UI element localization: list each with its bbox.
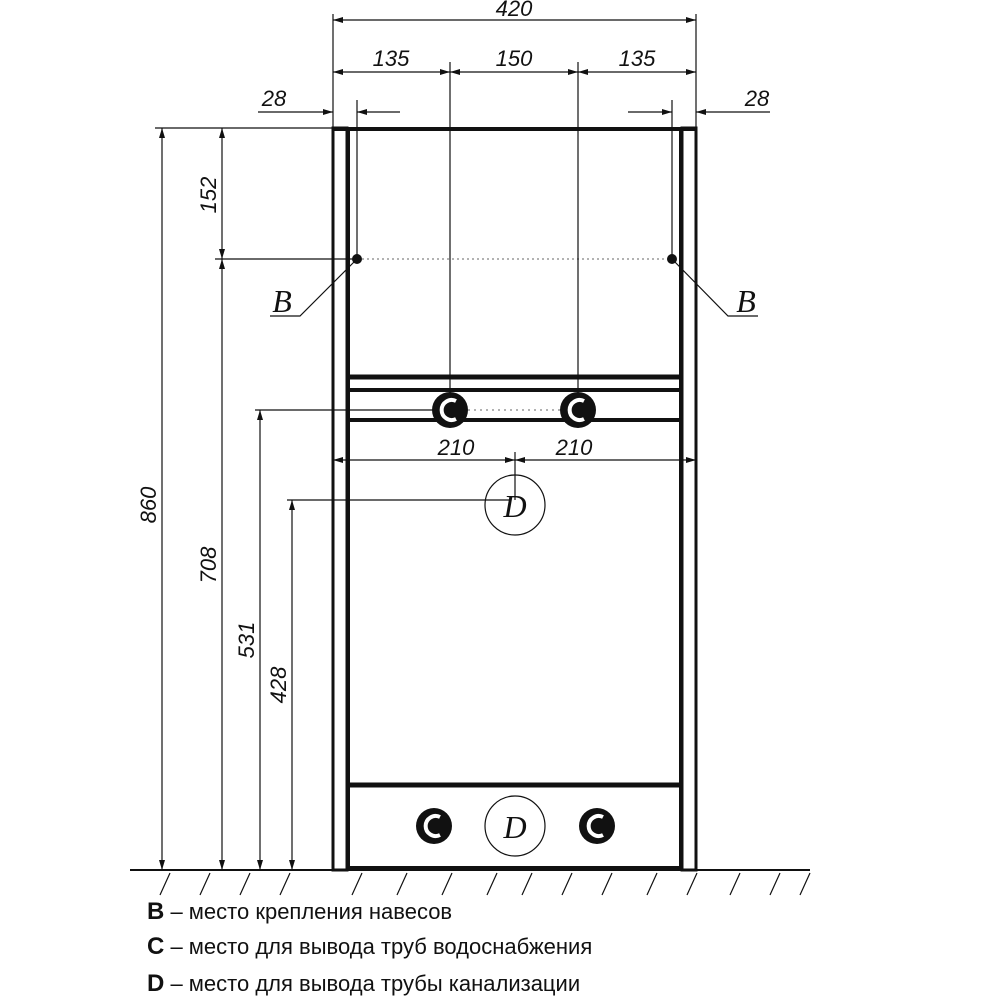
dim-center-span: 150 — [496, 46, 533, 71]
dim-right-offset: 135 — [619, 46, 656, 71]
dim-total-width: 420 — [496, 0, 533, 21]
dim-left-edge: 28 — [261, 86, 287, 111]
dim-d-height: 428 — [266, 666, 291, 703]
right-post — [680, 126, 698, 872]
b-label-right: B — [736, 283, 756, 319]
legend-key: B — [147, 898, 165, 925]
dim-half-right: 210 — [555, 435, 593, 460]
left-post — [331, 126, 349, 872]
b-mount-point-left — [352, 254, 362, 264]
legend-key: C — [147, 933, 165, 960]
dim-c-height: 531 — [234, 622, 259, 659]
dim-right-edge: 28 — [744, 86, 770, 111]
legend-text: – место крепления навесов — [164, 899, 453, 924]
d-drain-upper — [484, 474, 546, 536]
legend-text: – место для вывода труб водоснабжения — [164, 934, 593, 959]
d-drain-lower — [484, 795, 546, 857]
legend-item-c: C – место для вывода труб водоснабжения — [147, 933, 592, 961]
dim-top-to-b: 152 — [196, 177, 221, 214]
b-mount-point-right — [667, 254, 677, 264]
dim-half-left: 210 — [437, 435, 475, 460]
d-label-lower: D — [502, 809, 526, 845]
legend-key: D — [147, 970, 165, 997]
legend-text: – место для вывода трубы канализации — [164, 971, 581, 996]
b-label-left: B — [272, 283, 292, 319]
dim-b-height: 708 — [196, 546, 221, 583]
legend-item-d: D – место для вывода трубы канализации — [147, 970, 580, 998]
c-pipe-markers — [416, 392, 615, 844]
dim-left-offset: 135 — [373, 46, 410, 71]
d-label-upper: D — [502, 488, 526, 524]
legend-item-b: B – место крепления навесов — [147, 898, 452, 926]
dim-total-height: 860 — [136, 486, 161, 523]
